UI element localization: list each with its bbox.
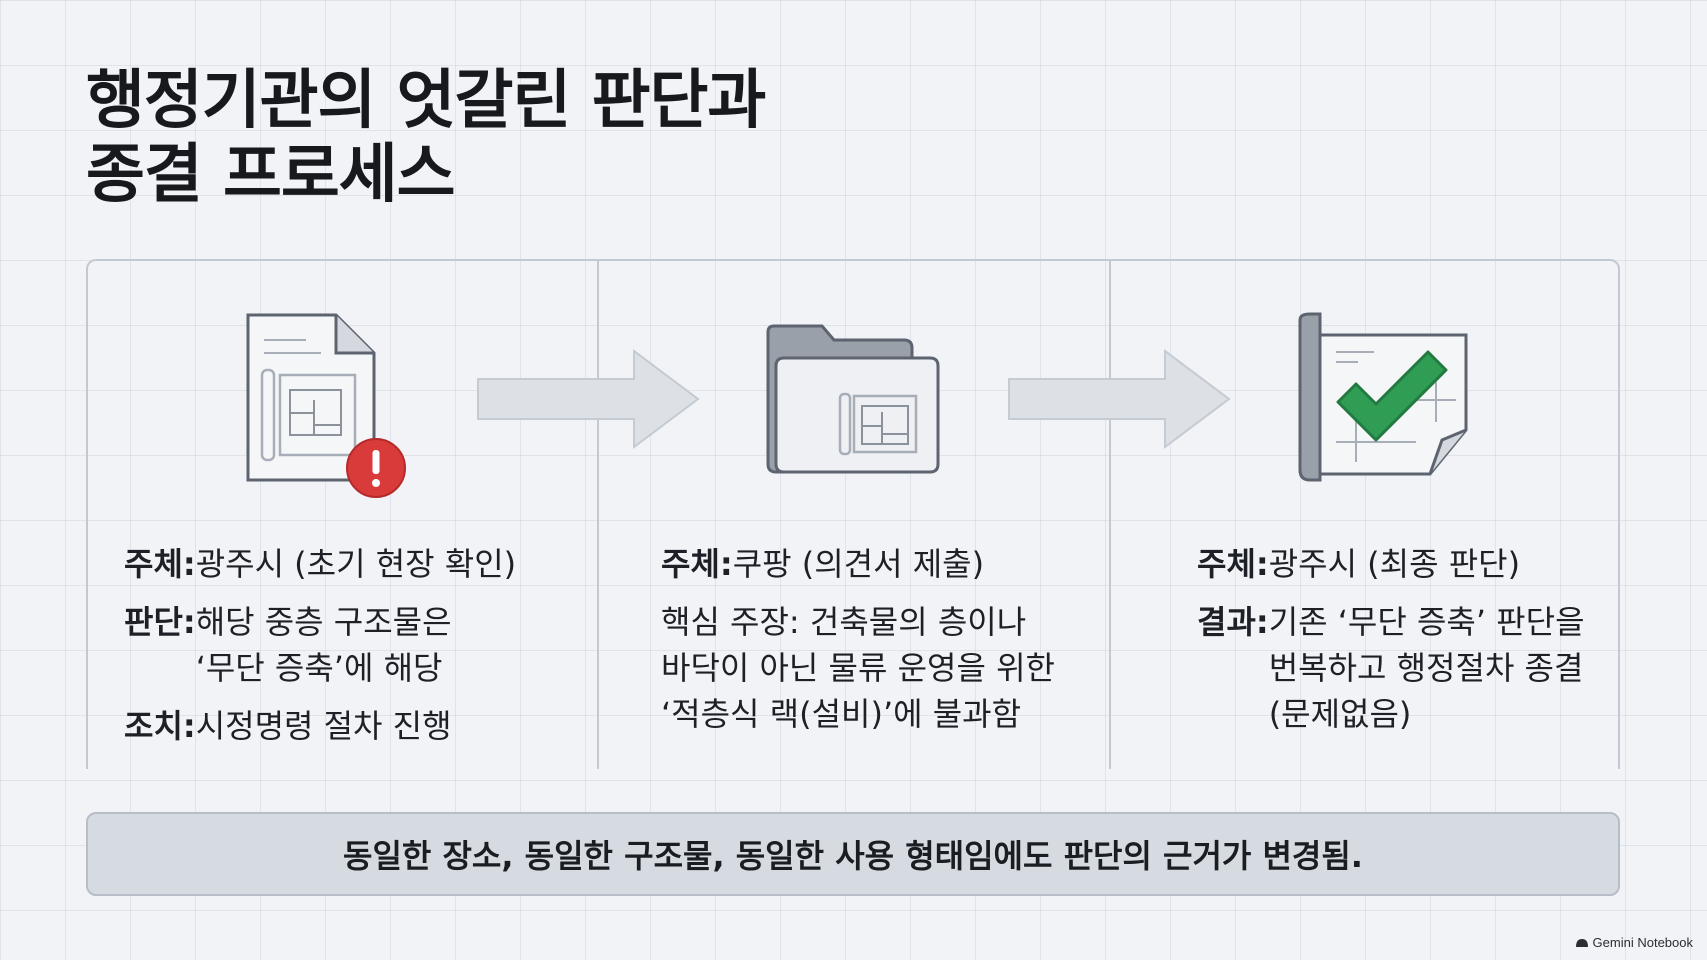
badge-text: Gemini Notebook [1592, 935, 1693, 950]
subject-value: 광주시 (초기 현장 확인) [195, 545, 517, 583]
title-line-1: 행정기관의 엇갈린 판단과 [86, 64, 766, 138]
claim-line: ‘적층식 랙(설비)’에 불과함 [661, 695, 1022, 733]
step-3-result: 결과: 기존 ‘무단 증축’ 판단을 번복하고 행정절차 종결 (문제없음) [1197, 599, 1585, 737]
document-check-icon [1298, 312, 1468, 482]
document-warning-icon [246, 313, 406, 498]
step-3-text: 주체: 광주시 (최종 판단) 결과: 기존 ‘무단 증축’ 판단을 번복하고 … [1197, 541, 1585, 749]
subject-label: 주체: [124, 545, 196, 583]
subject-label: 주체: [661, 545, 733, 583]
folder-blueprint-icon [766, 324, 940, 474]
step-2-claim: 핵심 주장: 건축물의 층이나 바닥이 아닌 물류 운영을 위한 ‘적층식 랙(… [661, 599, 1055, 737]
page-title: 행정기관의 엇갈린 판단과 종결 프로세스 [86, 64, 766, 212]
gemini-notebook-badge: Gemini Notebook [1575, 935, 1693, 950]
result-line: 번복하고 행정절차 종결 [1268, 649, 1584, 687]
step-1-text: 주체: 광주시 (초기 현장 확인) 판단: 해당 중층 구조물은 ‘무단 증축… [124, 541, 516, 761]
result-line: (문제없음) [1268, 695, 1412, 733]
step-1-judgment: 판단: 해당 중층 구조물은 ‘무단 증축’에 해당 [124, 599, 516, 691]
process-arrow-icon [1008, 349, 1231, 449]
claim-line: 바닥이 아닌 물류 운영을 위한 [661, 649, 1055, 687]
result-label: 결과: [1197, 603, 1269, 641]
process-panel [86, 259, 1620, 769]
summary-text: 동일한 장소, 동일한 구조물, 동일한 사용 형태임에도 판단의 근거가 변경… [343, 837, 1363, 875]
claim-line: 핵심 주장: 건축물의 층이나 [661, 603, 1027, 641]
column-divider [597, 259, 599, 769]
step-2-text: 주체: 쿠팡 (의견서 제출) 핵심 주장: 건축물의 층이나 바닥이 아닌 물… [661, 541, 1055, 737]
action-label: 조치: [124, 707, 196, 745]
subject-label: 주체: [1197, 545, 1269, 583]
subject-value: 광주시 (최종 판단) [1268, 545, 1521, 583]
process-arrow-icon [477, 349, 700, 449]
step-3-subject: 주체: 광주시 (최종 판단) [1197, 541, 1585, 587]
step-1-subject: 주체: 광주시 (초기 현장 확인) [124, 541, 516, 587]
step-1-action: 조치: 시정명령 절차 진행 [124, 703, 516, 749]
subject-value: 쿠팡 (의견서 제출) [732, 545, 985, 583]
title-line-2: 종결 프로세스 [86, 138, 456, 212]
judgment-label: 판단: [124, 603, 196, 641]
judgment-line: ‘무단 증축’에 해당 [195, 649, 443, 687]
step-2-subject: 주체: 쿠팡 (의견서 제출) [661, 541, 1055, 587]
column-divider [1109, 259, 1111, 769]
judgment-line: 해당 중층 구조물은 [195, 603, 452, 641]
action-value: 시정명령 절차 진행 [195, 707, 452, 745]
summary-banner: 동일한 장소, 동일한 구조물, 동일한 사용 형태임에도 판단의 근거가 변경… [86, 812, 1620, 896]
result-line: 기존 ‘무단 증축’ 판단을 [1268, 603, 1585, 641]
notebook-logo-icon [1575, 938, 1588, 947]
